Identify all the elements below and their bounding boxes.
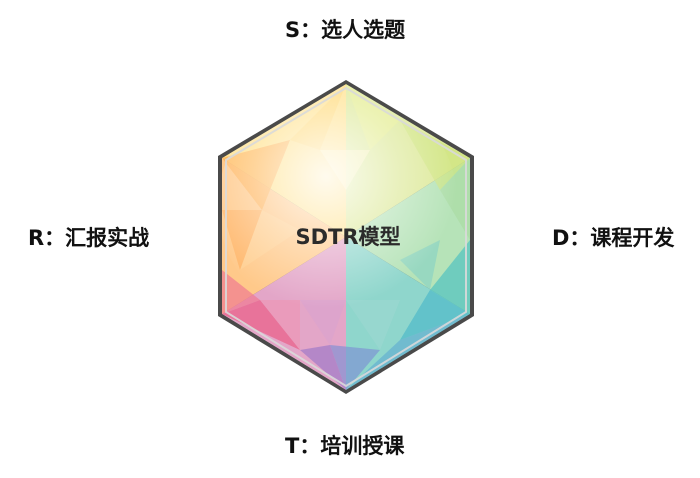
stage-t-label: T：培训授课 <box>285 434 405 458</box>
stage-s-label: S：选人选题 <box>285 18 406 42</box>
model-title: SDTR模型 <box>295 225 401 249</box>
hexagon-inner-border <box>225 86 467 388</box>
stage-d-label: D：课程开发 <box>552 226 675 250</box>
hexagon-fill <box>222 84 470 390</box>
stage-r-label: R：汇报实战 <box>28 226 150 250</box>
